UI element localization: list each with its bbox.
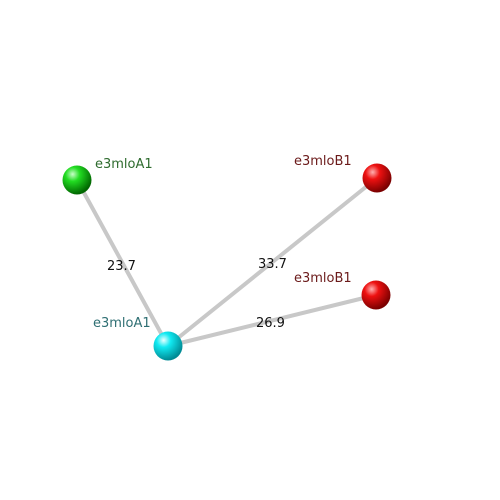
- edge-label-n1-n2: 23.7: [107, 259, 136, 274]
- edge-n2-n4: [166, 293, 378, 348]
- edge-n2-n3: [166, 176, 379, 348]
- node-sphere-red-lower[interactable]: [361, 280, 391, 310]
- node-sphere-green[interactable]: [62, 165, 92, 195]
- node-label-n2: e3mloA1: [93, 316, 151, 331]
- edge-label-n2-n3: 33.7: [258, 257, 287, 272]
- node-label-n1: e3mloA1: [95, 157, 153, 172]
- node-sphere-red-upper[interactable]: [362, 163, 392, 193]
- node-labels-layer: e3mloA1 e3mloA1 e3mloB1 e3mloB1: [93, 154, 352, 331]
- nodes-layer: [62, 163, 392, 361]
- node-label-n4: e3mloB1: [294, 271, 352, 286]
- edge-label-n2-n4: 26.9: [256, 316, 285, 331]
- edge-n1-n2: [75, 178, 170, 348]
- edges-layer: [75, 176, 379, 348]
- node-label-n3: e3mloB1: [294, 154, 352, 169]
- edge-labels-layer: 23.7 33.7 26.9: [107, 257, 287, 331]
- node-sphere-cyan[interactable]: [153, 331, 183, 361]
